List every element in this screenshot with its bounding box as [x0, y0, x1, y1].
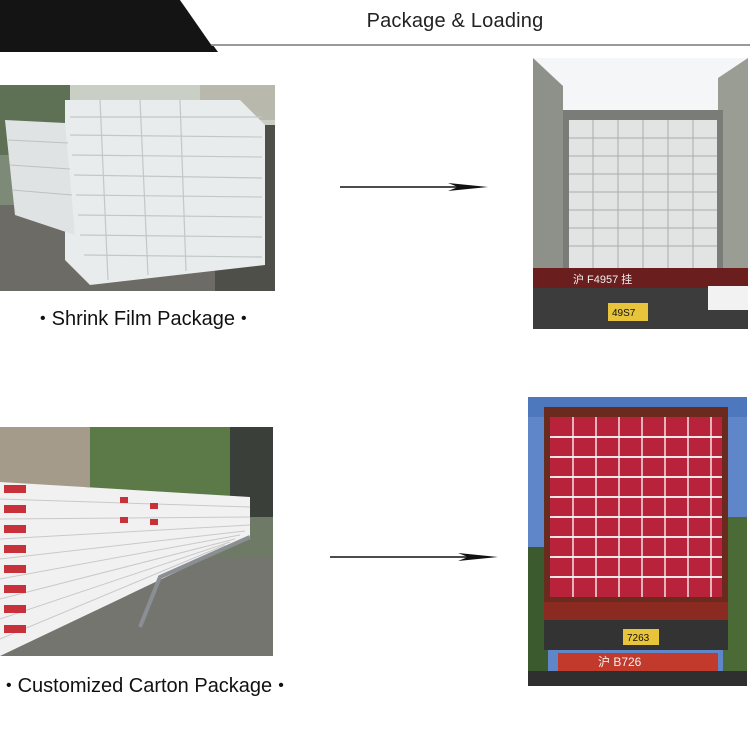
container-loading-photo-2: 7263 沪 B726 — [528, 397, 747, 686]
bullet: • — [278, 677, 284, 694]
shrink-film-package-photo — [0, 85, 275, 291]
caption-text: Shrink Film Package — [51, 308, 236, 330]
header-banner: Package & Loading — [0, 0, 750, 52]
carton-package-caption: • Customized Carton Package • — [0, 675, 290, 698]
bullet: • — [40, 310, 46, 327]
bullet: • — [241, 310, 247, 327]
arrow-icon — [340, 180, 490, 198]
plate-upper-text-2: 7263 — [627, 633, 650, 644]
header-white-strip — [180, 0, 750, 46]
shrink-film-caption: • Shrink Film Package • — [34, 308, 253, 331]
header-black-tab — [0, 0, 218, 52]
arrow-icon — [330, 550, 500, 568]
plate-upper-text-1: 沪 F4957 挂 — [573, 272, 632, 286]
page-title: Package & Loading — [366, 10, 544, 32]
carton-package-photo — [0, 427, 273, 656]
plate-lower-text-1: 49S7 — [612, 308, 636, 319]
container-loading-photo-1: 沪 F4957 挂 49S7 — [533, 58, 748, 329]
bullet: • — [6, 677, 12, 694]
caption-text: Customized Carton Package — [17, 675, 273, 697]
plate-lower-text-2: 沪 B726 — [598, 655, 642, 669]
